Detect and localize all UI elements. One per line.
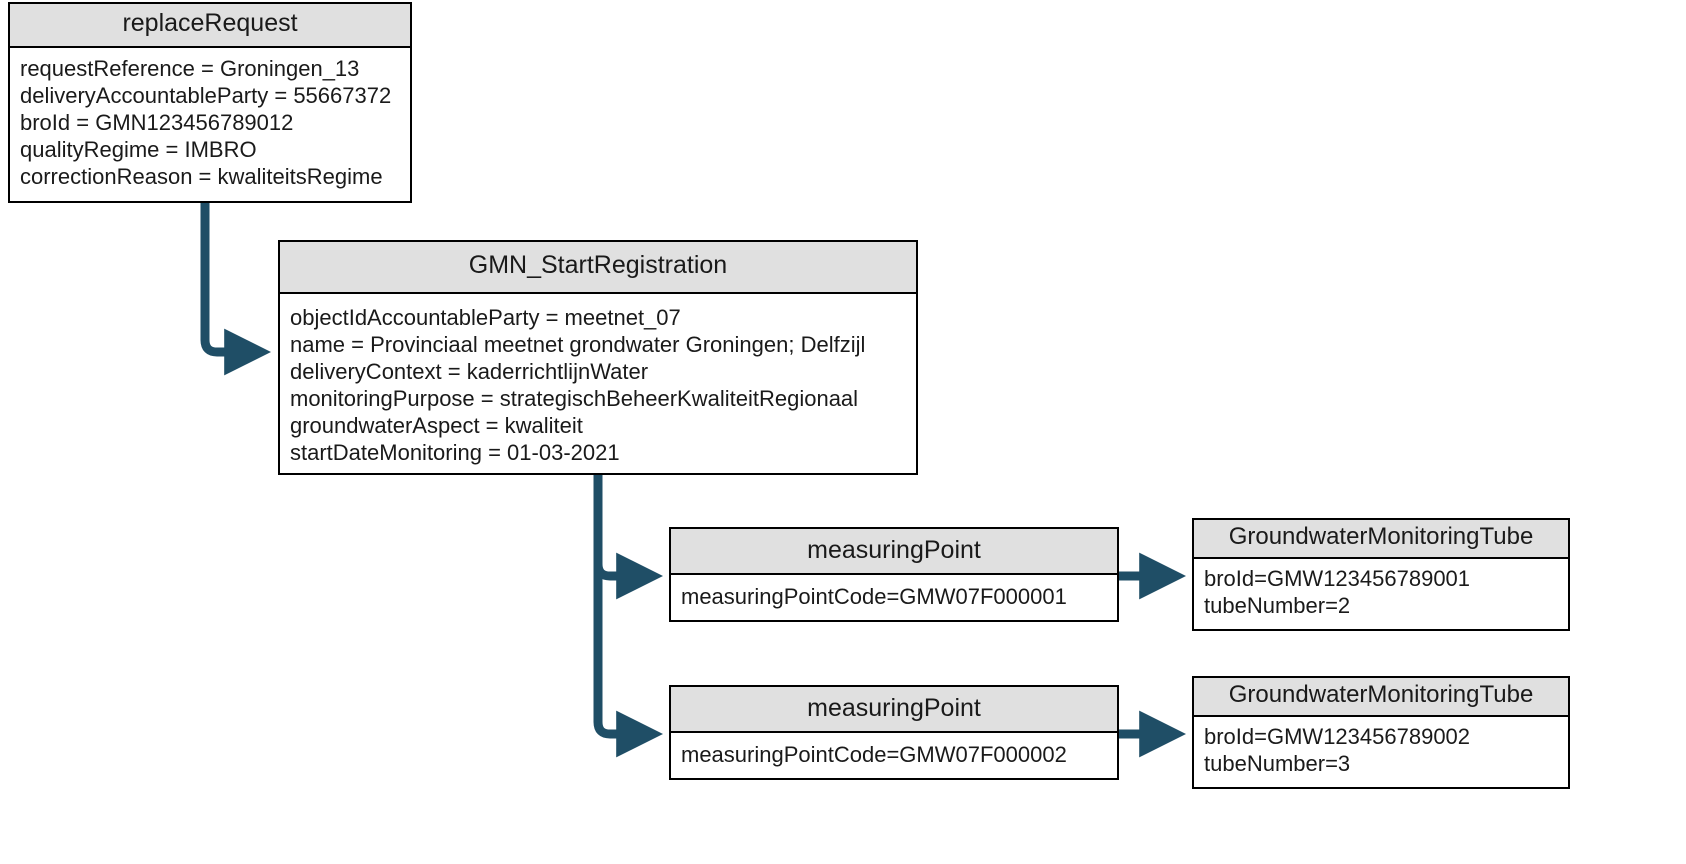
attribute-row: name = Provinciaal meetnet grondwater Gr… [290,332,866,357]
attribute-row: objectIdAccountableParty = meetnet_07 [290,305,681,330]
node-title-gmn-start-registration: GMN_StartRegistration [280,242,916,294]
node-title-measuring-point-1: measuringPoint [671,529,1117,575]
attribute-row: qualityRegime = IMBRO [20,137,257,162]
attribute-row: broId=GMW123456789002 [1204,724,1471,749]
attribute-row: measuringPointCode=GMW07F000001 [681,584,1067,609]
node-title-groundwater-monitoring-tube-2: GroundwaterMonitoringTube [1194,678,1568,717]
attribute-row: correctionReason = kwaliteitsRegime [20,164,383,189]
node-body-gmn-start-registration: objectIdAccountableParty = meetnet_07 na… [280,294,916,473]
node-measuring-point-2[interactable]: measuringPoint measuringPointCode=GMW07F… [669,685,1119,780]
node-title-replace-request: replaceRequest [10,4,410,48]
attribute-row: deliveryContext = kaderrichtlijnWater [290,359,649,384]
node-body-groundwater-monitoring-tube-2: broId=GMW123456789002 tubeNumber=3 [1194,717,1568,787]
attribute-row: measuringPointCode=GMW07F000002 [681,742,1067,767]
attribute-row: broId=GMW123456789001 [1204,566,1471,591]
edge-replace-to-gmn [200,203,271,376]
node-groundwater-monitoring-tube-2[interactable]: GroundwaterMonitoringTube broId=GMW12345… [1192,676,1570,789]
node-replace-request[interactable]: replaceRequest requestReference = Gronin… [8,2,412,203]
node-title-groundwater-monitoring-tube-1: GroundwaterMonitoringTube [1194,520,1568,559]
attribute-row: deliveryAccountableParty = 55667372 [20,83,392,108]
node-body-measuring-point-1: measuringPointCode=GMW07F000001 [671,575,1117,620]
attribute-row: groundwaterAspect = kwaliteit [290,413,583,438]
node-body-replace-request: requestReference = Groningen_13 delivery… [10,48,410,201]
node-body-groundwater-monitoring-tube-1: broId=GMW123456789001 tubeNumber=2 [1194,559,1568,629]
node-title-measuring-point-2: measuringPoint [671,687,1117,733]
attribute-row: requestReference = Groningen_13 [20,56,360,81]
attribute-row: monitoringPurpose = strategischBeheerKwa… [290,386,859,411]
node-gmn-start-registration[interactable]: GMN_StartRegistration objectIdAccountabl… [278,240,918,475]
attribute-row: broId = GMN123456789012 [20,110,294,135]
edge-gmn-to-mp1 [593,474,663,600]
node-body-measuring-point-2: measuringPointCode=GMW07F000002 [671,733,1117,778]
attribute-row: tubeNumber=2 [1204,593,1351,618]
node-measuring-point-1[interactable]: measuringPoint measuringPointCode=GMW07F… [669,527,1119,622]
edge-gmn-to-mp2 [593,474,663,758]
attribute-row: tubeNumber=3 [1204,751,1351,776]
attribute-row: startDateMonitoring = 01-03-2021 [290,440,620,465]
node-groundwater-monitoring-tube-1[interactable]: GroundwaterMonitoringTube broId=GMW12345… [1192,518,1570,631]
